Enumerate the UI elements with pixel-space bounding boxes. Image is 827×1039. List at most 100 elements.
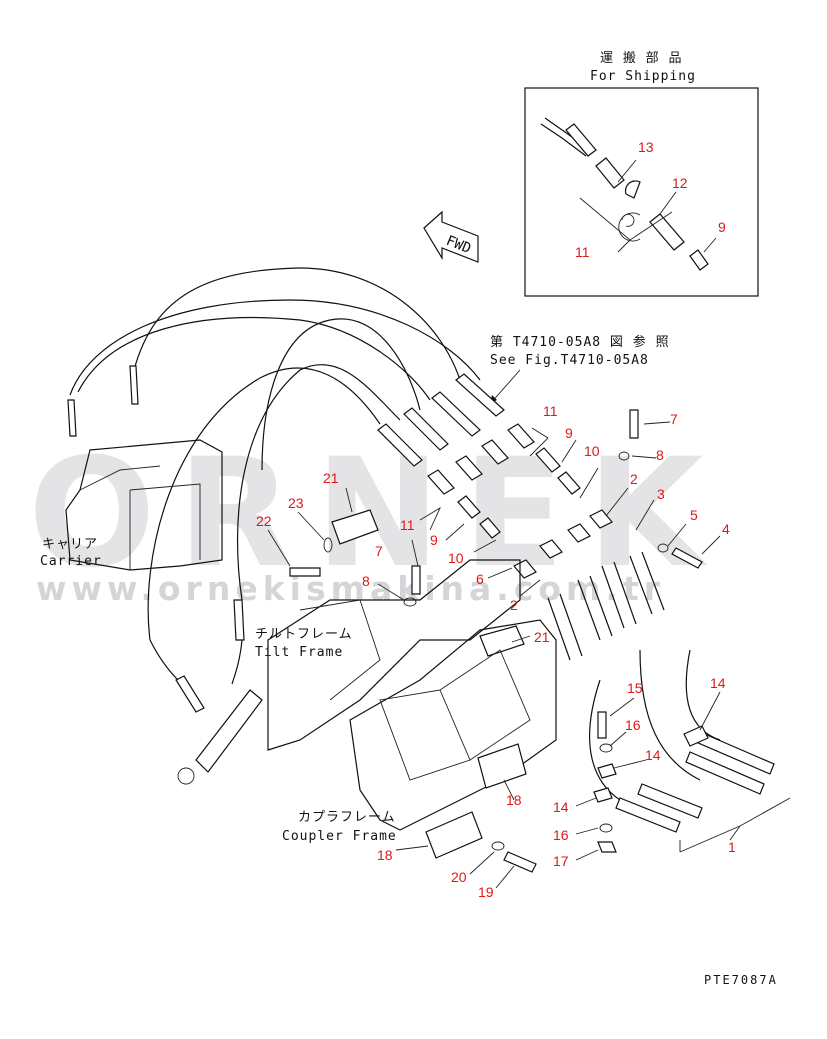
- flange-3: [539, 539, 563, 559]
- callout-23: 23: [288, 495, 304, 511]
- carrier: キャリア Carrier: [40, 439, 223, 571]
- coupler-frame: カプラフレーム Coupler Frame: [282, 619, 557, 873]
- coupler-frame-label-en: Coupler Frame: [282, 829, 397, 844]
- callout-16a: 16: [625, 717, 641, 733]
- callout-20: 20: [451, 869, 467, 885]
- reference-note: 第 T4710-05A8 図 参 照 See Fig.T4710-05A8: [489, 334, 670, 405]
- hose-fitting-b: [431, 391, 481, 437]
- coupler-frame-body: [349, 619, 557, 831]
- callout-1: 1: [728, 839, 736, 855]
- hose-end-4: [615, 797, 681, 833]
- tilt-frame-label-jp: チルトフレーム: [255, 627, 353, 642]
- shipping-cap: [624, 180, 641, 199]
- hose-end-2: [685, 751, 765, 795]
- shipping-frame: [524, 87, 759, 297]
- callout-7a: 7: [670, 411, 678, 427]
- callout-8a: 8: [656, 447, 664, 463]
- clamp-14a: [683, 725, 709, 747]
- callout-3: 3: [657, 486, 665, 502]
- bolt-15: [597, 711, 607, 739]
- ref-label-en: See Fig.T4710-05A8: [490, 353, 649, 368]
- ref-label-jp: 第 T4710-05A8 図 参 照: [490, 334, 670, 350]
- callout-11-ship: 11: [575, 244, 590, 260]
- shipping-bracket: [579, 197, 673, 253]
- hose-fitting-c: [403, 407, 449, 451]
- callout-numbers: 11 9 10 7 8 2 3 5 4 21 23 22 11 9 10 7 8…: [256, 403, 736, 900]
- hose-end-3: [637, 783, 703, 819]
- plate-18b: [425, 811, 483, 859]
- callout-13: 13: [638, 139, 654, 155]
- hose-loop-5: [147, 367, 381, 641]
- callout-14a: 14: [710, 675, 726, 691]
- callout-6: 6: [476, 571, 484, 587]
- callout-5: 5: [690, 507, 698, 523]
- hoses: [67, 267, 505, 713]
- callout-7b: 7: [375, 543, 383, 559]
- flange-1: [589, 509, 613, 529]
- callout-18b: 18: [377, 847, 393, 863]
- callout-9-ship: 9: [718, 219, 726, 235]
- hose-fitting-f: [175, 675, 205, 713]
- callout-10b: 10: [448, 550, 464, 566]
- callout-9b: 9: [430, 532, 438, 548]
- callout-12: 12: [672, 175, 688, 191]
- callout-9a: 9: [565, 425, 573, 441]
- shipping-hose-fitting: [565, 123, 597, 157]
- hose-loop-6: [236, 364, 401, 601]
- nut-17: [597, 841, 617, 853]
- shipping-label-en: For Shipping: [590, 69, 696, 84]
- plate-18a: [477, 743, 527, 789]
- callout-22: 22: [256, 513, 272, 529]
- callout-10a: 10: [584, 443, 600, 459]
- clamp-21a: [331, 509, 379, 545]
- shipping-nut: [595, 157, 625, 189]
- couplers: [289, 409, 703, 657]
- carrier-body: [65, 439, 223, 571]
- shipping-inset: 運 搬 部 品 For Shipping 13 12 11 9: [524, 51, 759, 297]
- callout-21b: 21: [534, 629, 550, 645]
- hose-loop-3: [77, 316, 431, 401]
- bolt-19: [503, 851, 537, 873]
- bolt-4: [671, 547, 703, 569]
- callout-17: 17: [553, 853, 569, 869]
- carrier-label-en: Carrier: [40, 554, 102, 569]
- cylinder: [195, 689, 263, 773]
- callout-14b: 14: [645, 747, 661, 763]
- shipping-oring-2: [618, 212, 641, 242]
- hose-fitting-e: [233, 599, 245, 641]
- clamp-14c: [593, 787, 613, 803]
- callout-11b: 11: [400, 517, 415, 533]
- callout-19: 19: [478, 884, 494, 900]
- hose-loop-2: [131, 267, 461, 381]
- leader-lines: [267, 421, 741, 889]
- callout-16b: 16: [553, 827, 569, 843]
- callout-2b: 2: [510, 597, 518, 613]
- callout-11a: 11: [543, 403, 558, 419]
- callout-15: 15: [627, 680, 643, 696]
- bolt-7a: [629, 409, 639, 439]
- shipping-plug: [649, 213, 685, 251]
- callout-18a: 18: [506, 792, 522, 808]
- tilt-frame: チルトフレーム Tilt Frame: [177, 559, 521, 785]
- flange-2: [567, 523, 591, 543]
- coupler-frame-label-jp: カプラフレーム: [298, 810, 396, 825]
- hose-fitting-a: [455, 373, 505, 417]
- drawing-code: PTE7087A: [704, 973, 778, 987]
- hose-loop-1: [69, 299, 481, 396]
- tilt-frame-body: [267, 559, 521, 751]
- watermark-url: www.ornekismakina.com.tr: [36, 569, 665, 608]
- fwd-arrow: FWD: [423, 210, 479, 263]
- callout-21a: 21: [323, 470, 339, 486]
- tilt-frame-label-en: Tilt Frame: [255, 645, 343, 660]
- callout-14c: 14: [553, 799, 569, 815]
- shipping-label-jp: 運 搬 部 品: [600, 51, 682, 66]
- fwd-arrow-shape: [423, 210, 479, 263]
- pipes: [547, 551, 791, 853]
- clamp-14b: [597, 763, 617, 779]
- watermark: ORNEK www.ornekismakina.com.tr: [28, 427, 703, 608]
- bolt-22: [289, 567, 321, 577]
- hose-fitting-d: [377, 423, 423, 467]
- shipping-connector: [689, 249, 709, 271]
- callout-8b: 8: [362, 573, 370, 589]
